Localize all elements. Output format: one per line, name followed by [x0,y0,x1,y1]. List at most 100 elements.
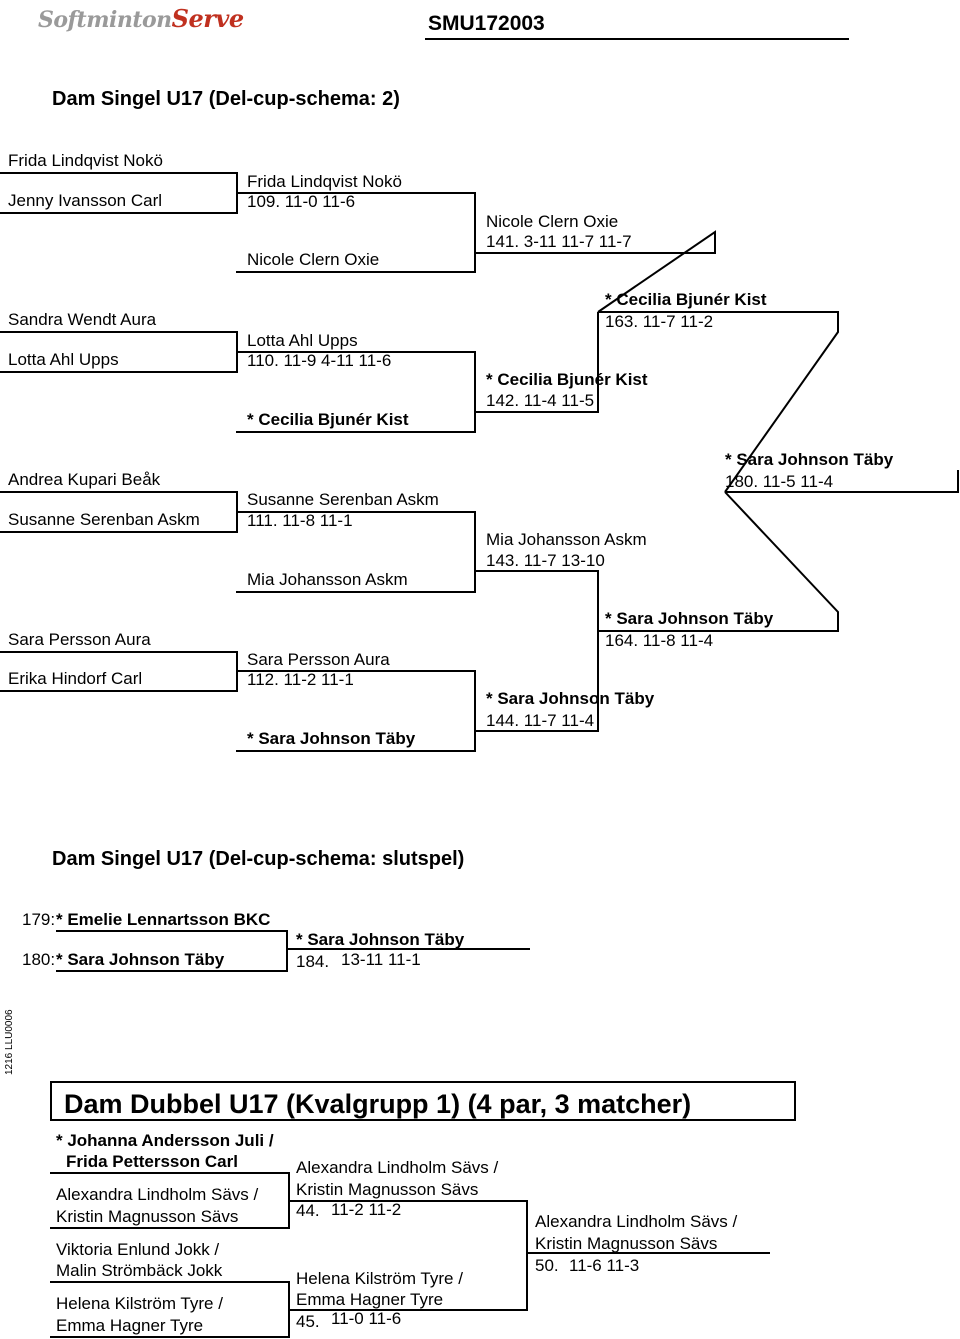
r2-opponent: * Cecilia Bjunér Kist [247,410,409,429]
bracket-line [286,948,530,950]
dubbel-final-line1: Alexandra Lindholm Sävs / [535,1212,738,1231]
document-id: SMU172003 [428,12,545,35]
bracket-line [50,1336,290,1338]
bracket-line [474,192,476,273]
r2-opponent: Nicole Clern Oxie [247,250,380,269]
r4-winner: * Cecilia Bjunér Kist [605,290,767,309]
bracket-line [236,670,476,672]
dubbel-r2-line1: Helena Kilström Tyre / [296,1269,463,1288]
bracket-line [474,511,476,593]
pair-line1: Helena Kilström Tyre / [56,1294,223,1313]
slutspel-player: * Sara Johnson Täby [56,950,225,969]
r4-winner: * Sara Johnson Täby [605,609,774,628]
bracket-line [56,930,288,932]
r2-result: 112. 11-2 11-1 [247,670,354,689]
bracket-line [236,431,476,433]
bracket-line [474,351,476,433]
bracket-line [236,192,476,194]
final-winner: * Sara Johnson Täby [725,450,894,469]
r2-winner: Susanne Serenban Askm [247,490,439,509]
r4-result: 164. 11-8 11-4 [605,631,714,650]
r2-result: 111. 11-8 11-1 [247,511,353,530]
r2-opponent: * Sara Johnson Täby [247,729,416,748]
r1-player: Jenny Ivansson Carl [8,191,163,210]
section3-title-box: Dam Dubbel U17 (Kvalgrupp 1) (4 par, 3 m… [50,1081,796,1121]
bracket-line [50,1227,290,1229]
bracket-line [288,1309,528,1311]
final-result: 180. 11-5 11-4 [725,472,834,491]
r1-player: Lotta Ahl Upps [8,350,119,369]
r3-result: 141. 3-11 11-7 11-7 [486,232,632,251]
bracket-line [475,631,599,732]
r2-winner: Frida Lindqvist Nokö [247,172,402,191]
r3-winner: Nicole Clern Oxie [486,212,619,231]
dubbel-r2-line2: Kristin Magnusson Sävs [296,1180,479,1199]
pair-line2: Kristin Magnusson Sävs [56,1207,239,1226]
bracket-line [236,351,476,353]
bracket-line [475,230,716,313]
r1-player: Sandra Wendt Aura [8,310,157,329]
bracket-line [0,491,238,493]
bracket-line [526,1200,528,1311]
r3-result: 143. 11-7 13-10 [486,551,605,570]
r1-player: Erika Hindorf Carl [8,669,143,688]
r3-winner: Mia Johansson Askm [486,530,647,549]
r4-result: 163. 11-7 11-2 [605,312,714,331]
slutspel-winner: * Sara Johnson Täby [296,930,465,949]
r3-winner: * Sara Johnson Täby [486,689,655,708]
r3-winner: * Cecilia Bjunér Kist [486,370,648,389]
dubbel-r2-line1: Alexandra Lindholm Sävs / [296,1158,499,1177]
dubbel-r2-num: 45. [296,1312,320,1331]
bracket-line [56,970,288,972]
dubbel-r2-line2: Emma Hagner Tyre [296,1290,444,1309]
bracket-line [50,1281,290,1283]
bracket-line [598,491,839,632]
pair-line1: Viktoria Enlund Jokk / [56,1240,220,1259]
bracket-line [236,511,476,513]
dubbel-final-line2: Kristin Magnusson Sävs [535,1234,718,1253]
r2-opponent: Mia Johansson Askm [247,570,408,589]
slutspel-result-score: 13-11 11-1 [341,950,421,969]
r2-result: 109. 11-0 11-6 [247,192,356,211]
bracket-line [475,312,599,413]
section2-title: Dam Singel U17 (Del-cup-schema: slutspel… [52,848,465,870]
slutspel-player: * Emelie Lennartsson BKC [56,910,271,929]
bracket-line [0,331,238,333]
bracket-line [236,750,476,752]
header-rule [425,38,849,40]
bracket-line [0,651,238,653]
bracket-line [236,271,476,273]
dubbel-r2-num: 44. [296,1201,320,1220]
pair-line1: * Johanna Andersson Juli / [56,1131,274,1150]
bracket-line [0,531,238,533]
r1-player: Sara Persson Aura [8,630,151,649]
r1-player: Susanne Serenban Askm [8,510,200,529]
bracket-line [526,1252,770,1254]
bracket-line [598,311,839,493]
pair-line2: Emma Hagner Tyre [56,1316,204,1335]
pair-line1: Alexandra Lindholm Sävs / [56,1185,259,1204]
slutspel-num: 179: [22,910,56,929]
bracket-line [286,930,288,972]
bracket-line [0,690,238,692]
logo-accent-text: Serve [171,4,244,33]
bracket-line [288,1200,528,1202]
bracket-line [475,570,599,631]
r3-result: 142. 11-4 11-5 [486,391,595,410]
r3-result: 144. 11-7 11-4 [486,711,595,730]
slutspel-num: 180: [22,950,56,969]
bracket-line [474,670,476,752]
r1-player: Andrea Kupari Beåk [8,470,161,489]
logo-main-text: Softminton [38,7,172,33]
bracket-line [725,470,959,493]
dubbel-final-num: 50. [535,1256,559,1275]
dubbel-final-score: 11-6 11-3 [569,1256,640,1275]
slutspel-result-num: 184. [296,952,330,971]
r2-winner: Lotta Ahl Upps [247,331,358,350]
bracket-line [0,212,238,214]
dubbel-r2-score: 11-0 11-6 [331,1309,402,1328]
bracket-line [0,172,238,174]
bracket-line [0,371,238,373]
side-code: 1216 LLU0006 [4,1009,15,1075]
bracket-line [236,591,476,593]
